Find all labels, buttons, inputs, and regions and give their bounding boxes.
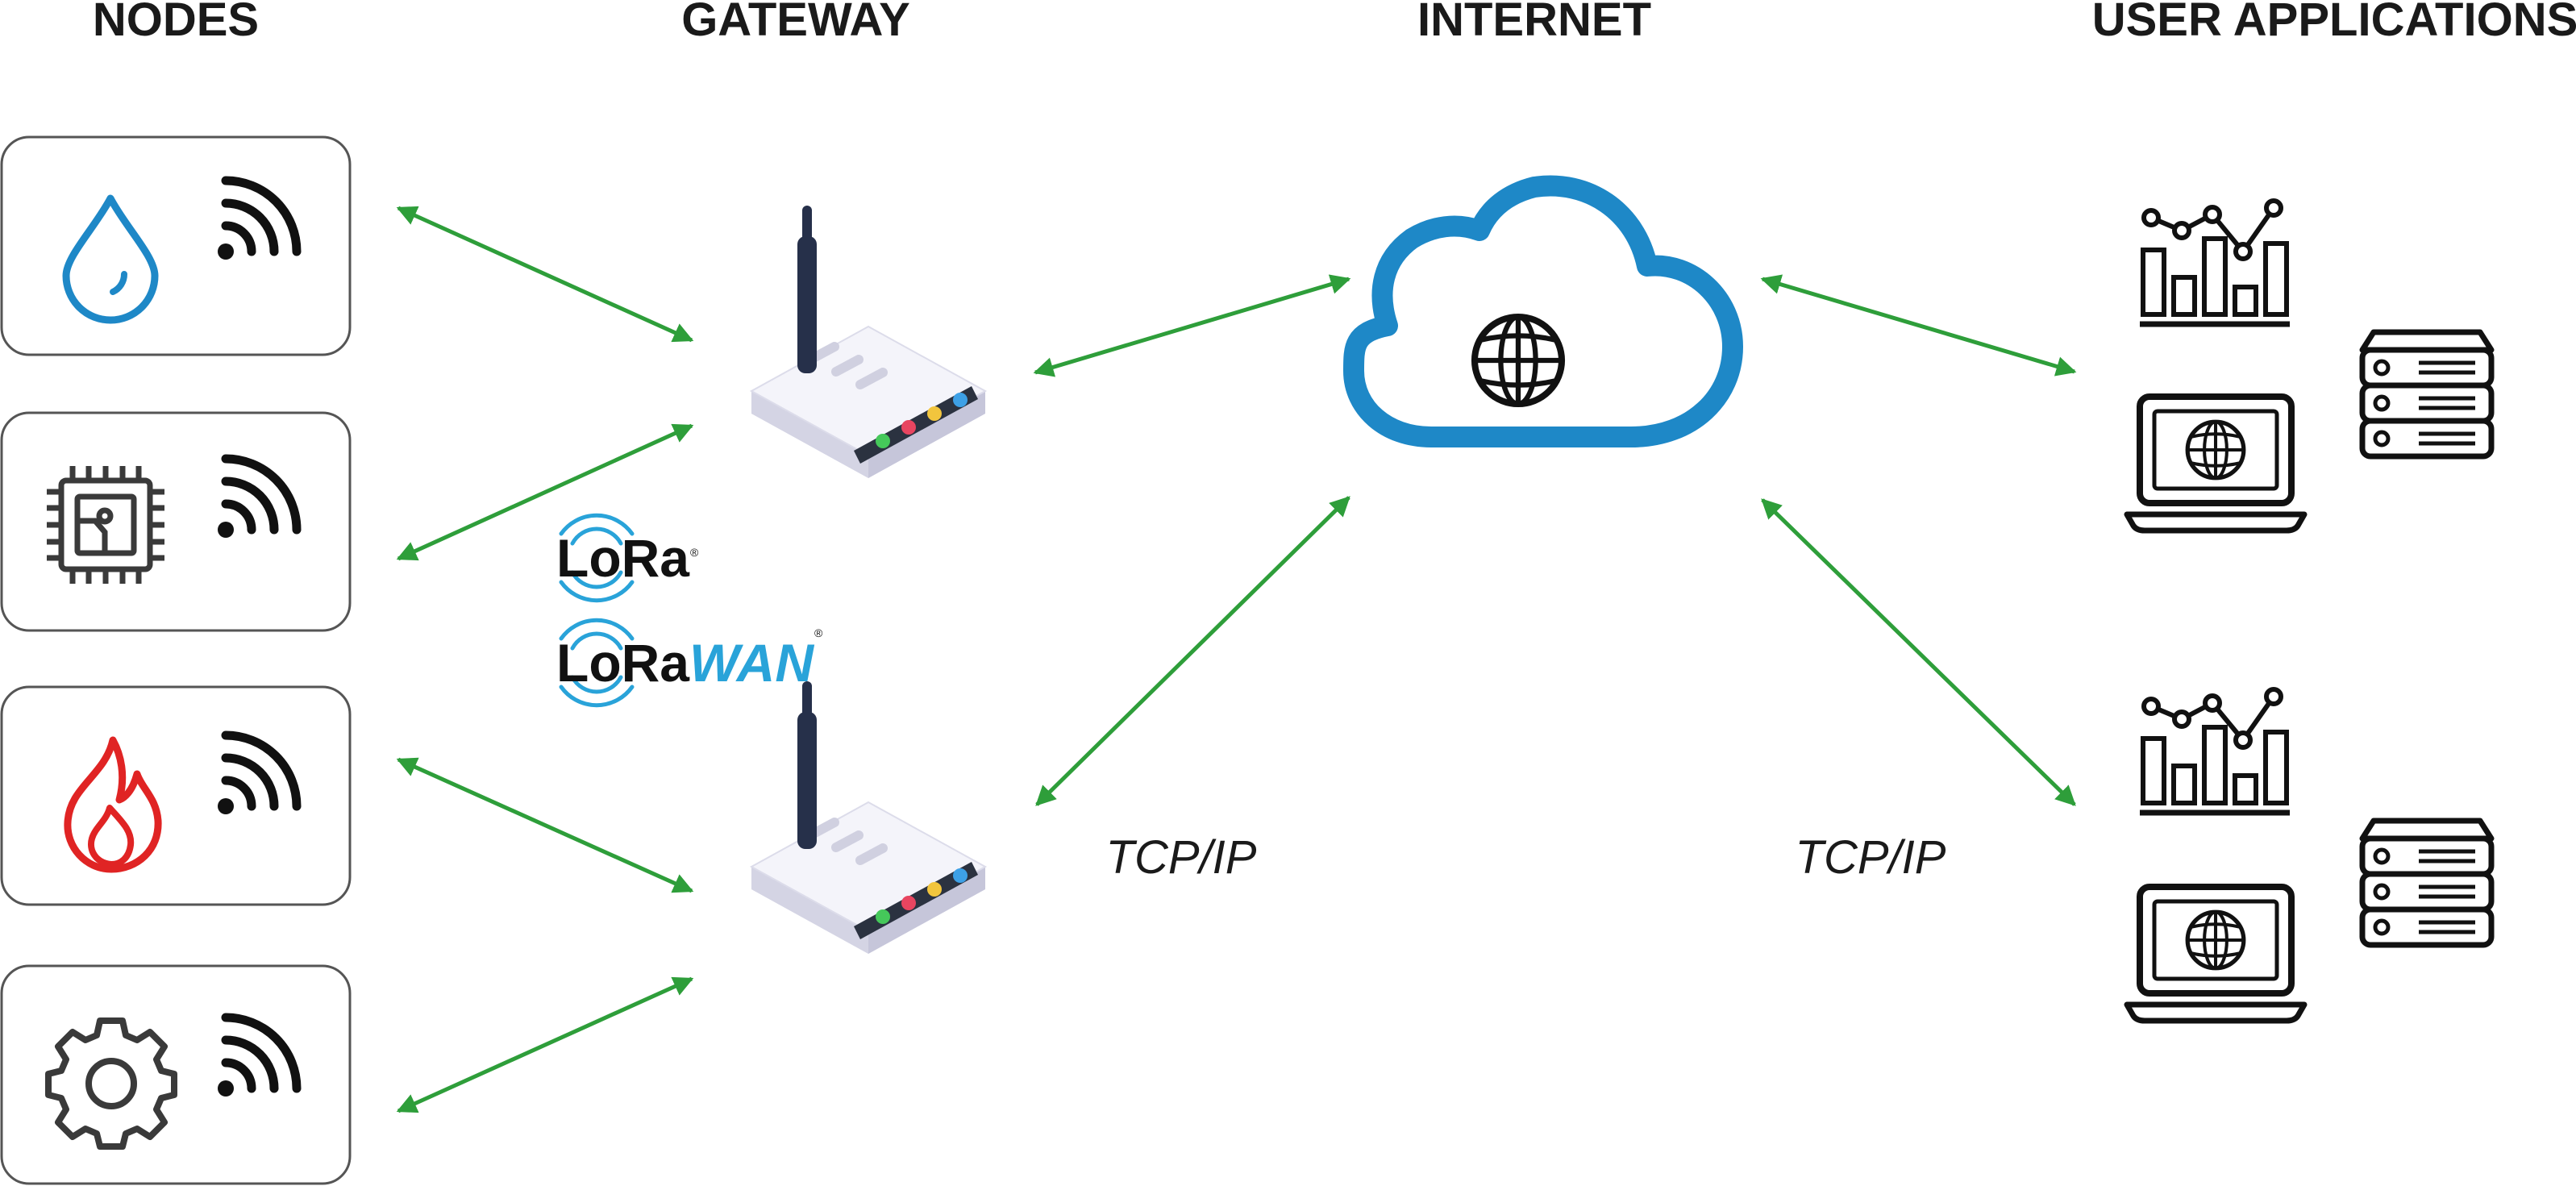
node-fire — [0, 685, 352, 906]
lora-logo: LoRa ® — [556, 515, 699, 600]
gateway-router-2 — [751, 681, 985, 954]
lorawan-logo-wan: WAN — [689, 633, 814, 693]
arrow-internet-app2 — [1761, 498, 2076, 806]
laptop-globe-icon — [2127, 887, 2304, 1021]
flame-icon — [64, 736, 162, 873]
header-nodes: NODES — [93, 0, 259, 46]
arrow-node4-gateway2 — [396, 976, 694, 1113]
laptop-globe-icon — [2127, 397, 2304, 531]
arrow-gateway1-internet — [1033, 274, 1351, 377]
arrow-gateway2-internet — [1035, 496, 1350, 806]
arrow-node3-gateway2 — [396, 757, 694, 893]
water-drop-icon — [62, 194, 159, 324]
header-gateway: GATEWAY — [681, 0, 910, 46]
gateway-router-1 — [751, 206, 985, 478]
node-chip — [0, 411, 352, 632]
node-gear — [0, 964, 352, 1185]
chip-icon — [47, 466, 164, 584]
header-user-applications: USER APPLICATIONS — [2092, 0, 2576, 46]
arrow-node2-gateway1 — [396, 423, 694, 561]
router-icon — [751, 681, 985, 954]
connection-arrows — [396, 206, 2077, 1113]
lorawan-logo-lora: LoRa — [556, 633, 690, 693]
lorawan-registered-mark: ® — [814, 626, 823, 639]
chart-icon — [2140, 201, 2290, 324]
globe-icon — [1475, 317, 1562, 404]
arrow-node1-gateway1 — [396, 206, 694, 343]
user-app-group-2 — [2127, 689, 2491, 1021]
header-internet: INTERNET — [1417, 0, 1651, 46]
server-icon — [2362, 332, 2491, 456]
server-icon — [2362, 821, 2491, 945]
protocol-label-internet-apps: TCP/IP — [1796, 831, 1946, 884]
chart-icon — [2140, 689, 2290, 813]
router-icon — [751, 206, 985, 478]
lorawan-logo: LoRaWAN ® — [556, 620, 823, 705]
internet-cloud — [1343, 175, 1743, 447]
lora-logo-text: LoRa — [556, 528, 690, 588]
node-water — [0, 135, 352, 356]
lorawan-logo-text: LoRaWAN — [556, 633, 814, 693]
user-app-group-1 — [2127, 201, 2491, 531]
gear-icon — [45, 1017, 177, 1150]
protocol-label-gateway-internet: TCP/IP — [1106, 831, 1257, 884]
lora-registered-mark: ® — [690, 546, 699, 559]
arrow-internet-app1 — [1760, 274, 2077, 377]
